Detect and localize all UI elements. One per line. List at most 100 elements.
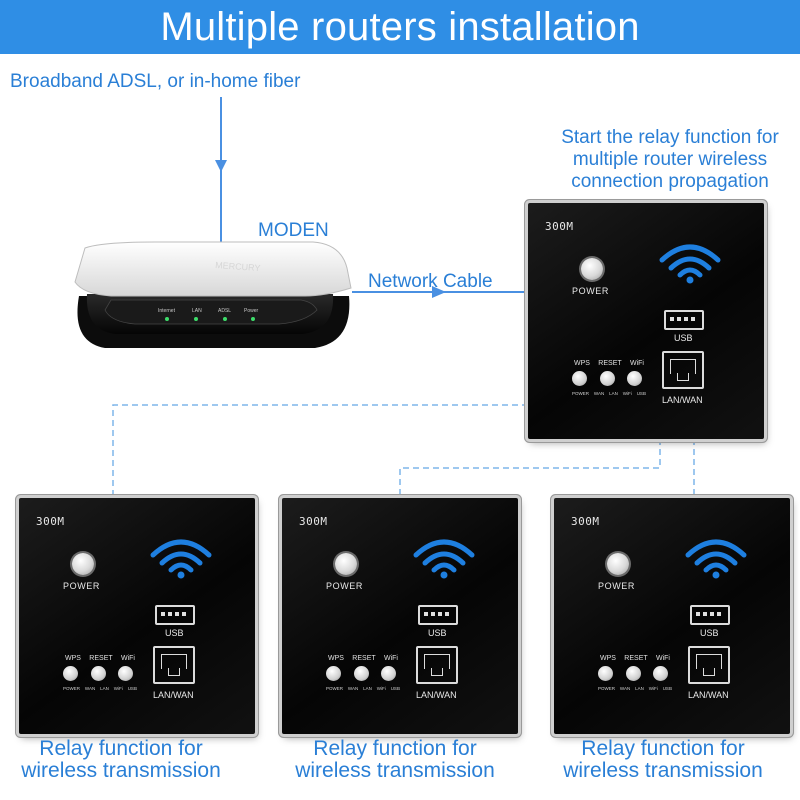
router-panel-main: 300M POWER USB WPS RESET WiFi POWER WAN … xyxy=(528,203,764,439)
reset-button[interactable] xyxy=(90,666,106,681)
led-label: LAN xyxy=(100,686,109,691)
button-row xyxy=(63,666,133,681)
power-label: POWER xyxy=(572,286,610,296)
title-banner: Multiple routers installation xyxy=(0,0,800,54)
power-button[interactable] xyxy=(581,258,603,280)
wifi-button[interactable] xyxy=(653,666,668,681)
reset-button[interactable] xyxy=(353,666,369,681)
wps-label: WPS xyxy=(328,655,344,662)
button-row xyxy=(326,666,396,681)
relay-caption-3: Relay function for wireless transmission xyxy=(528,738,798,782)
reset-label: RESET xyxy=(598,360,622,367)
led-label: WiFi xyxy=(376,686,386,691)
led-label: WiFi xyxy=(113,686,123,691)
router-model: 300M xyxy=(545,220,574,233)
modem-brand: MERCURY xyxy=(215,260,261,273)
led-label: POWER xyxy=(63,686,81,691)
caption-line: wireless transmission xyxy=(563,759,763,782)
router-model: 300M xyxy=(36,515,65,528)
led-label: USB xyxy=(390,686,400,691)
led-label: WiFi xyxy=(648,686,658,691)
wifi-icon xyxy=(150,539,212,579)
lan-wan-port[interactable] xyxy=(688,646,730,684)
led-label: USB xyxy=(662,686,672,691)
network-cable-arrowhead xyxy=(432,286,446,298)
wifi-label: WiFi xyxy=(383,655,398,662)
led-labels: POWER WAN LAN WiFi USB xyxy=(572,391,646,396)
router-panel-relay-1: 300M POWER USB WPS RESET WiFi POWER WAN … xyxy=(19,498,255,734)
modem-device: MERCURY Internet LAN ADSL Power xyxy=(74,241,352,348)
usb-label: USB xyxy=(165,628,184,638)
router-panel-relay-2: 300M POWER USB WPS RESET WiFi POWER WAN … xyxy=(282,498,518,734)
reset-label: RESET xyxy=(352,655,376,662)
caption-line: Relay function for xyxy=(313,737,477,760)
lan-wan-port[interactable] xyxy=(153,646,195,684)
lan-wan-port[interactable] xyxy=(416,646,458,684)
modem-led xyxy=(251,317,255,321)
button-labels: WPS RESET WiFi xyxy=(574,360,644,367)
usb-label: USB xyxy=(428,628,447,638)
lan-wan-label: LAN/WAN xyxy=(416,690,457,700)
button-labels: WPS RESET WiFi xyxy=(328,655,398,662)
modem-led xyxy=(194,317,198,321)
usb-port[interactable] xyxy=(690,605,730,625)
isp-feed-arrowhead xyxy=(215,160,227,172)
led-label: WAN xyxy=(619,686,631,691)
power-button[interactable] xyxy=(72,553,94,575)
wifi-button[interactable] xyxy=(627,371,642,386)
wps-label: WPS xyxy=(65,655,81,662)
reset-button[interactable] xyxy=(625,666,641,681)
usb-label: USB xyxy=(700,628,719,638)
router-model: 300M xyxy=(571,515,600,528)
wps-button[interactable] xyxy=(326,666,341,681)
button-labels: WPS RESET WiFi xyxy=(600,655,670,662)
wifi-icon xyxy=(685,539,747,579)
wps-label: WPS xyxy=(574,360,590,367)
reset-button[interactable] xyxy=(599,371,615,386)
caption-line: Relay function for xyxy=(581,737,745,760)
lan-wan-port[interactable] xyxy=(662,351,704,389)
led-label: LAN xyxy=(363,686,372,691)
router-model: 300M xyxy=(299,515,328,528)
relay-note: Start the relay function for multiple ro… xyxy=(515,127,800,193)
wps-button[interactable] xyxy=(598,666,613,681)
usb-port[interactable] xyxy=(418,605,458,625)
modem-led xyxy=(165,317,169,321)
power-label: POWER xyxy=(326,581,364,591)
page-title: Multiple routers installation xyxy=(160,5,640,49)
modem-indicator-label: LAN xyxy=(192,308,202,314)
wifi-label: WiFi xyxy=(655,655,670,662)
wifi-icon xyxy=(659,244,721,284)
led-label: POWER xyxy=(572,391,590,396)
usb-label: USB xyxy=(674,333,693,343)
reset-label: RESET xyxy=(89,655,113,662)
relay-caption-1: Relay function for wireless transmission xyxy=(0,738,256,782)
relay-line-middle xyxy=(399,439,661,498)
modem-top xyxy=(74,241,352,297)
power-button[interactable] xyxy=(607,553,629,575)
modem-led xyxy=(223,317,227,321)
usb-port[interactable] xyxy=(155,605,195,625)
usb-port[interactable] xyxy=(664,310,704,330)
button-row xyxy=(572,371,642,386)
relay-caption-2: Relay function for wireless transmission xyxy=(260,738,530,782)
modem-label: MODEN xyxy=(258,220,329,241)
modem-indicator-label: Internet xyxy=(158,308,176,314)
wifi-button[interactable] xyxy=(118,666,133,681)
reset-label: RESET xyxy=(624,655,648,662)
wifi-button[interactable] xyxy=(381,666,396,681)
wps-button[interactable] xyxy=(572,371,587,386)
wifi-label: WiFi xyxy=(629,360,644,367)
wps-button[interactable] xyxy=(63,666,78,681)
power-button[interactable] xyxy=(335,553,357,575)
caption-line: Relay function for xyxy=(39,737,203,760)
led-label: LAN xyxy=(609,391,618,396)
lan-wan-label: LAN/WAN xyxy=(688,690,729,700)
led-label: USB xyxy=(636,391,646,396)
led-label: WAN xyxy=(593,391,605,396)
led-labels: POWER WAN LAN WiFi USB xyxy=(598,686,672,691)
button-row xyxy=(598,666,668,681)
wps-label: WPS xyxy=(600,655,616,662)
modem-indicator-label: Power xyxy=(244,308,259,314)
